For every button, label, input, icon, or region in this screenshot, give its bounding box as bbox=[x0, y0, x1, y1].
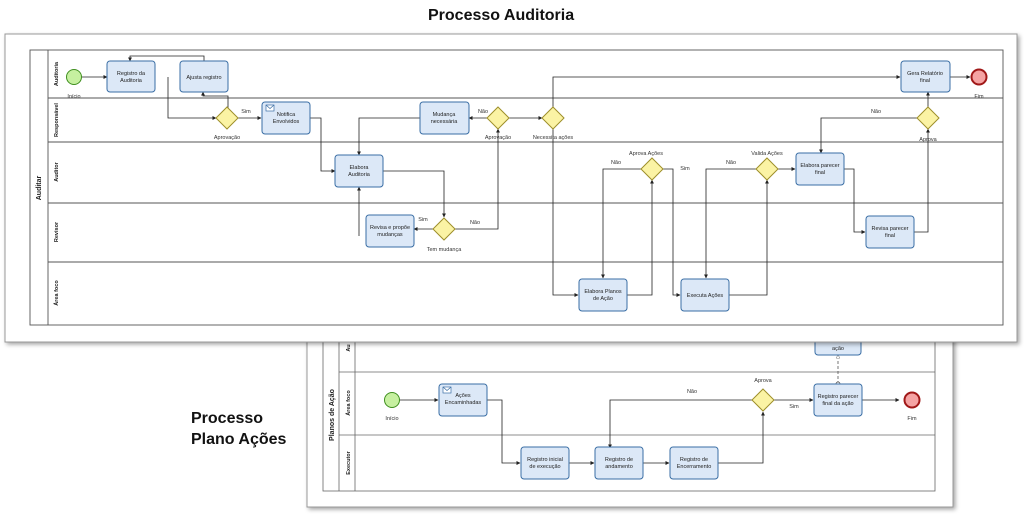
task-revisa-parecer-line1: Revisa parecer bbox=[872, 226, 909, 232]
flow-label-nao-c: Não bbox=[611, 160, 621, 166]
task-mudanca-necessaria[interactable]: Mudança necessária bbox=[419, 101, 470, 135]
task-ajusta-registro-line1: Ajusta registro bbox=[186, 75, 221, 81]
task-notifica-envolvidos[interactable]: Notifica Envolvidos bbox=[261, 101, 311, 135]
plan-task-acoes-encaminhadas[interactable]: Ações Encaminhadas bbox=[438, 383, 488, 417]
audit-lane-auditoria: Auditoria bbox=[54, 61, 60, 86]
flow-label-nao-a: Não bbox=[478, 109, 488, 115]
task-gera-relatorio[interactable]: Gera Relatório final bbox=[900, 60, 951, 93]
task-elabora-planos-line1: Elabora Planos bbox=[584, 289, 622, 295]
plan-process-title-line2: Plano Ações bbox=[191, 431, 287, 448]
gateway-aprovacao-1: Aprovação bbox=[214, 106, 240, 141]
plan-lane-auditoria: Au bbox=[346, 344, 352, 351]
plan-task-registro-parecer-line1: Registro parecer bbox=[818, 394, 859, 400]
plan-pool: Planos de Ação Au Área foco Executor Iní… bbox=[306, 333, 954, 508]
audit-lane-responsavel: Responsável bbox=[54, 103, 60, 137]
task-revisa-parecer-line2: final bbox=[885, 233, 895, 239]
task-ajusta-registro[interactable]: Ajusta registro bbox=[179, 60, 229, 93]
task-executa-line1: Executa Ações bbox=[687, 293, 724, 299]
task-revisa-line1: Revisa e propõe bbox=[370, 225, 410, 231]
plan-task-registro-inicial-line2: de execução bbox=[529, 464, 560, 470]
plan-task-registro-inicial-line1: Registro inicial bbox=[527, 457, 563, 463]
gateway-aprova: Aprova bbox=[916, 106, 940, 143]
task-elabora-parecer-line1: Elabora parecer bbox=[800, 163, 839, 169]
task-notifica-line2: Envolvidos bbox=[273, 119, 300, 125]
plan-task-registro-parecer-line2: final da ação bbox=[822, 401, 853, 407]
plan-flow-sim-label: Sim bbox=[789, 404, 799, 410]
plan-task-acoes-encaminhadas-line1: Ações bbox=[455, 393, 471, 399]
gateway-valida-acoes-label: Valida Ações bbox=[751, 151, 783, 157]
plan-end-event: Fim bbox=[903, 391, 921, 422]
task-elabora-planos-line2: de Ação bbox=[593, 296, 613, 302]
task-registro-auditoria-line2: Auditoria bbox=[120, 78, 143, 84]
plan-task-registro-inicial[interactable]: Registro inicial de execução bbox=[520, 446, 570, 480]
flow-label-sim-b: Sim bbox=[418, 217, 428, 223]
audit-lane-revisor: Revisor bbox=[54, 221, 60, 242]
plan-flow-nao-label: Não bbox=[687, 389, 697, 395]
plan-process-title-line1: Processo bbox=[191, 410, 264, 427]
plan-task-registro-andamento[interactable]: Registro de andamento bbox=[594, 446, 644, 480]
plan-end-label: Fim bbox=[907, 416, 917, 422]
plan-lane-executor: Executor bbox=[346, 450, 352, 474]
flow-label-nao-d: Não bbox=[726, 160, 736, 166]
gateway-aprova-acoes-label: Aprova Ações bbox=[629, 151, 663, 157]
gateway-aprovacao-1-label: Aprovação bbox=[214, 135, 240, 141]
plan-start-label: Início bbox=[385, 416, 398, 422]
plan-task-acao-partial-label: ação bbox=[832, 346, 844, 352]
gateway-aprovacao-2-label: Aprovação bbox=[485, 135, 511, 141]
flow-label-sim-c: Sim bbox=[680, 166, 690, 172]
task-elabora-parecer-line2: final bbox=[815, 170, 825, 176]
plan-task-registro-parecer[interactable]: Registro parecer final da ação bbox=[813, 383, 863, 417]
gateway-valida-acoes: Valida Ações bbox=[751, 151, 783, 181]
plan-task-acoes-encaminhadas-line2: Encaminhadas bbox=[445, 400, 482, 406]
task-gera-relatorio-line1: Gera Relatório bbox=[907, 71, 943, 77]
task-revisa-propoe[interactable]: Revisa e propõe mudanças bbox=[365, 214, 415, 248]
gateway-tem-mudanca-label: Tem mudança bbox=[427, 247, 462, 253]
task-registro-auditoria[interactable]: Registro da Auditoria bbox=[106, 60, 156, 93]
audit-process-title: Processo Auditoria bbox=[428, 7, 575, 24]
task-elabora-planos[interactable]: Elabora Planos de Ação bbox=[578, 278, 628, 312]
plan-lane-area-foco: Área foco bbox=[345, 390, 352, 416]
task-gera-relatorio-line2: final bbox=[920, 78, 930, 84]
plan-start-event: Início bbox=[384, 392, 400, 422]
gateway-aprova-label: Aprova bbox=[919, 137, 937, 143]
audit-start-event: Início bbox=[66, 69, 82, 100]
plan-task-registro-andamento-line1: Registro de bbox=[605, 457, 633, 463]
audit-lane-auditor: Auditor bbox=[54, 161, 60, 181]
audit-pool: Auditar Auditoria Responsável Auditor Re… bbox=[4, 33, 1018, 343]
task-mudanca-line1: Mudança bbox=[433, 112, 457, 118]
gateway-necessita-acoes: Necessita ações bbox=[533, 106, 574, 141]
gateway-necessita-acoes-label: Necessita ações bbox=[533, 135, 574, 141]
task-elabora-parecer[interactable]: Elabora parecer final bbox=[795, 152, 845, 186]
task-elabora-auditoria-line1: Elabora bbox=[350, 165, 370, 171]
task-elabora-auditoria[interactable]: Elabora Auditoria bbox=[334, 154, 384, 188]
plan-gateway-aprova: Aprova bbox=[751, 378, 775, 412]
task-registro-auditoria-line1: Registro da bbox=[117, 71, 146, 77]
envelope-icon bbox=[442, 386, 452, 394]
task-elabora-auditoria-line2: Auditoria bbox=[348, 172, 371, 178]
flow-label-nao-e: Não bbox=[871, 109, 881, 115]
audit-lane-area-foco: Área foco bbox=[53, 280, 60, 306]
audit-end-event: Fim bbox=[970, 68, 988, 100]
audit-start-label: Início bbox=[67, 94, 80, 100]
audit-pool-name: Auditar bbox=[36, 175, 43, 200]
task-notifica-line1: Notifica bbox=[277, 112, 296, 118]
task-mudanca-line2: necessária bbox=[431, 119, 459, 125]
flow-label-nao-b: Não bbox=[470, 220, 480, 226]
gateway-aprovacao-2: Aprovação bbox=[485, 106, 511, 141]
flow-label-sim-a: Sim bbox=[241, 109, 251, 115]
task-executa-acoes[interactable]: Executa Ações bbox=[680, 278, 730, 312]
gateway-aprova-acoes: Aprova Ações bbox=[629, 151, 664, 181]
envelope-icon bbox=[265, 104, 275, 112]
audit-end-label: Fim bbox=[974, 94, 984, 100]
plan-pool-name: Planos de Ação bbox=[329, 389, 336, 441]
plan-task-registro-encerramento[interactable]: Registro de Encerramento bbox=[669, 446, 719, 480]
plan-task-registro-andamento-line2: andamento bbox=[605, 464, 633, 470]
plan-task-registro-encerramento-line1: Registro de bbox=[680, 457, 708, 463]
plan-gateway-aprova-label: Aprova bbox=[754, 378, 772, 384]
gateway-tem-mudanca: Tem mudança bbox=[427, 217, 462, 253]
task-revisa-parecer[interactable]: Revisa parecer final bbox=[865, 215, 915, 249]
task-revisa-line2: mudanças bbox=[377, 232, 403, 238]
plan-task-registro-encerramento-line2: Encerramento bbox=[677, 464, 712, 470]
